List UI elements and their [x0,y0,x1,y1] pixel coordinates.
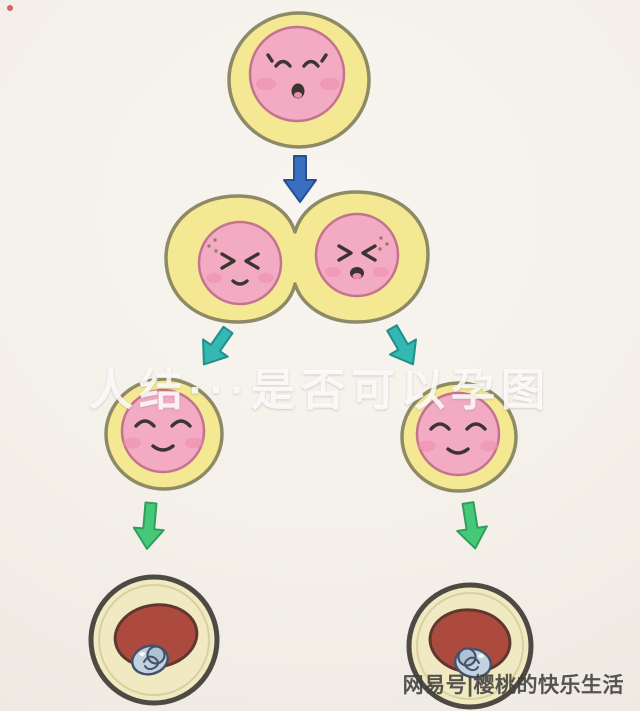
embryo-inner-outline [416,592,524,700]
mouth [151,444,175,452]
fetus-swirl [463,656,480,672]
nucleus-face [120,388,206,474]
right-nucleus [314,212,400,298]
freckle [378,247,382,251]
down-right-arrow-icon [386,324,417,366]
left-blush [123,437,141,449]
parent-cell [227,11,371,149]
right-eye [170,419,192,428]
embryo-inner-outline [98,584,210,696]
right-blush [373,267,389,277]
nucleus-face [415,391,501,477]
left-daughter-cell [104,377,224,491]
right-eyelash [320,53,328,63]
left-embryo [88,574,220,706]
left-development-arrow [132,501,165,550]
right-development-arrow [456,501,488,550]
left-blush [206,273,222,283]
left-blush [325,267,341,277]
down-arrow-icon [283,155,317,203]
fetus-highlight [139,652,145,656]
right-embryo [406,582,534,710]
down-arrow-icon [456,501,488,550]
right-split-arrow [386,324,417,366]
fetus [453,647,493,679]
freckle [213,238,217,242]
down-arrow-icon [132,501,165,550]
freckle [379,236,383,240]
left-eye [220,252,236,270]
left-blush [418,440,436,452]
down-left-arrow-icon [202,325,234,366]
two-cell-stage [164,190,430,324]
right-daughter-cell [400,381,518,493]
right-eye [244,252,260,270]
right-eye [465,422,487,431]
left-eye [134,419,156,428]
freckle [207,244,211,248]
mouth [231,279,249,286]
right-blush [320,77,340,91]
fetus-head [457,647,477,667]
left-blush [256,77,276,91]
fetus [130,644,170,676]
division-arrow [283,155,317,203]
right-blush [185,437,203,449]
fetus-highlight [478,654,484,658]
right-blush [480,440,498,452]
corner-red-artifact [7,5,13,11]
freckle [385,242,389,246]
left-nucleus [197,220,283,306]
right-eye [302,59,320,68]
fetus-swirl [143,655,160,671]
mouth [446,447,470,455]
left-eyelash [266,53,274,63]
tongue [294,92,302,98]
right-blush [258,273,274,283]
nucleus-face [248,25,346,123]
freckle [214,249,218,253]
fetus-head [146,645,166,665]
left-eye [274,59,292,68]
left-eye [337,244,353,262]
happy-face [256,53,340,99]
right-eye [361,244,377,262]
left-split-arrow [202,325,234,366]
tongue [352,273,362,279]
left-eye [429,422,451,431]
